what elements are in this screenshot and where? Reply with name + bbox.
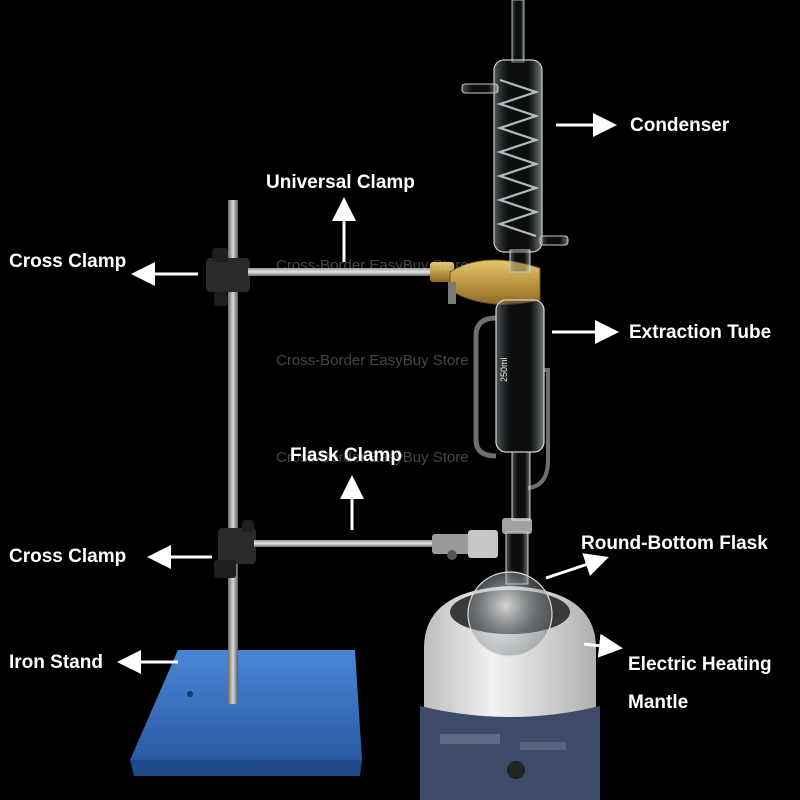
arrow-round-bottom-flask: [545, 553, 609, 580]
label-universal-clamp: Universal Clamp: [266, 172, 415, 193]
flask-clamp-arm: [254, 540, 436, 547]
label-condenser: Condenser: [630, 115, 730, 136]
flask-clamp-jaws: [432, 530, 498, 560]
tube-marking: 250ml: [499, 357, 509, 382]
label-cross-clamp-bottom: Cross Clamp: [9, 546, 127, 567]
label-iron-stand: Iron Stand: [9, 652, 103, 673]
extraction-tube: 250ml: [473, 299, 550, 534]
condenser: [461, 0, 569, 273]
cross-clamp-top: [206, 248, 250, 306]
universal-clamp-arm: [248, 268, 448, 276]
label-heating-mantle-line1: Electric Heating: [628, 654, 772, 675]
iron-stand-base: [130, 650, 362, 776]
round-bottom-flask: [467, 571, 553, 657]
label-extraction-tube: Extraction Tube: [629, 322, 772, 343]
watermark-3: Cross-Border EasyBuy Store: [276, 449, 469, 466]
label-cross-clamp-top: Cross Clamp: [9, 251, 127, 272]
arrow-heating-mantle: [583, 633, 623, 658]
label-heating-mantle-line2: Mantle: [628, 692, 689, 713]
watermark-1: Cross-Border EasyBuy Store: [276, 257, 469, 274]
cross-clamp-bottom: [214, 520, 256, 578]
iron-stand-rod: [228, 200, 238, 704]
watermark-2: Cross-Border EasyBuy Store: [276, 352, 469, 369]
label-round-bottom-flask: Round-Bottom Flask: [581, 533, 768, 554]
label-flask-clamp: Flask Clamp: [290, 445, 402, 466]
